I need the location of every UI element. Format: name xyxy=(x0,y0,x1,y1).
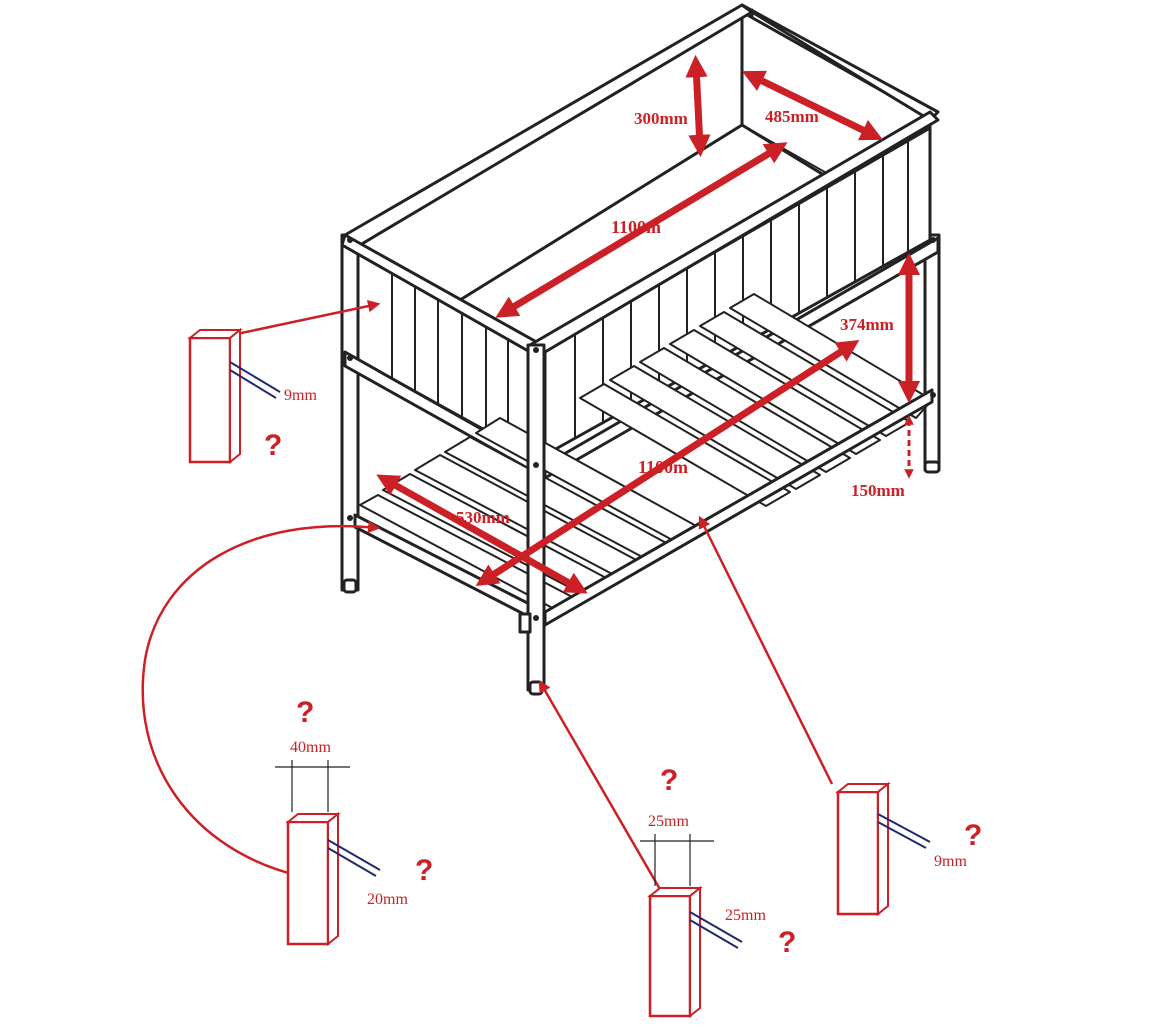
label-shelf-length: 1100m xyxy=(638,457,688,477)
callout-leg-profile: 25mm 25mm ? ? xyxy=(538,679,796,1019)
question-panel: ? xyxy=(264,429,282,462)
label-panel-thickness: 9mm xyxy=(284,387,317,404)
question-shelf-rail-top: ? xyxy=(296,696,314,729)
pointer-slat xyxy=(698,515,834,785)
label-box-depth: 485mm xyxy=(765,107,819,126)
pointer-shelf-rail xyxy=(141,520,381,878)
arrow-shelf-depth xyxy=(376,474,588,594)
label-box-height: 300mm xyxy=(634,109,688,128)
pointer-panel xyxy=(231,299,381,337)
label-leg-depth: 25mm xyxy=(725,907,766,924)
label-shelf-depth: 530mm xyxy=(456,508,510,527)
question-leg-side: ? xyxy=(778,926,796,959)
profile-block-leg xyxy=(648,894,692,1018)
profile-block-shelf-rail xyxy=(286,820,330,946)
callout-shelf-rail-profile: 40mm 20mm ? ? xyxy=(141,520,433,947)
label-foot-height: 150mm xyxy=(851,481,905,500)
callout-panel-profile: 9mm ? xyxy=(187,299,381,465)
label-box-length: 1100m xyxy=(611,217,661,237)
arrow-box-height xyxy=(685,54,711,158)
profile-block-panel xyxy=(188,336,232,464)
dimension-arrows xyxy=(376,54,921,594)
label-leg-gap: 374mm xyxy=(840,315,894,334)
leg-front-left xyxy=(340,233,360,594)
dimension-labels: 300mm 485mm 1100m 374mm 1100m 530mm 150m… xyxy=(456,107,905,527)
leg-back-right xyxy=(923,233,941,474)
arrow-box-depth xyxy=(741,70,884,141)
pointer-leg xyxy=(538,679,674,911)
question-leg-top: ? xyxy=(660,764,678,797)
profile-block-slat xyxy=(836,790,880,916)
question-slat: ? xyxy=(964,819,982,852)
label-leg-width: 25mm xyxy=(648,813,689,830)
arrow-box-length xyxy=(495,142,788,318)
question-shelf-rail-side: ? xyxy=(415,854,433,887)
label-slat-thickness: 9mm xyxy=(934,853,967,870)
callout-slat-profile: 9mm ? xyxy=(698,515,982,917)
label-shelf-rail-width: 40mm xyxy=(290,739,331,756)
label-shelf-rail-depth: 20mm xyxy=(367,891,408,908)
